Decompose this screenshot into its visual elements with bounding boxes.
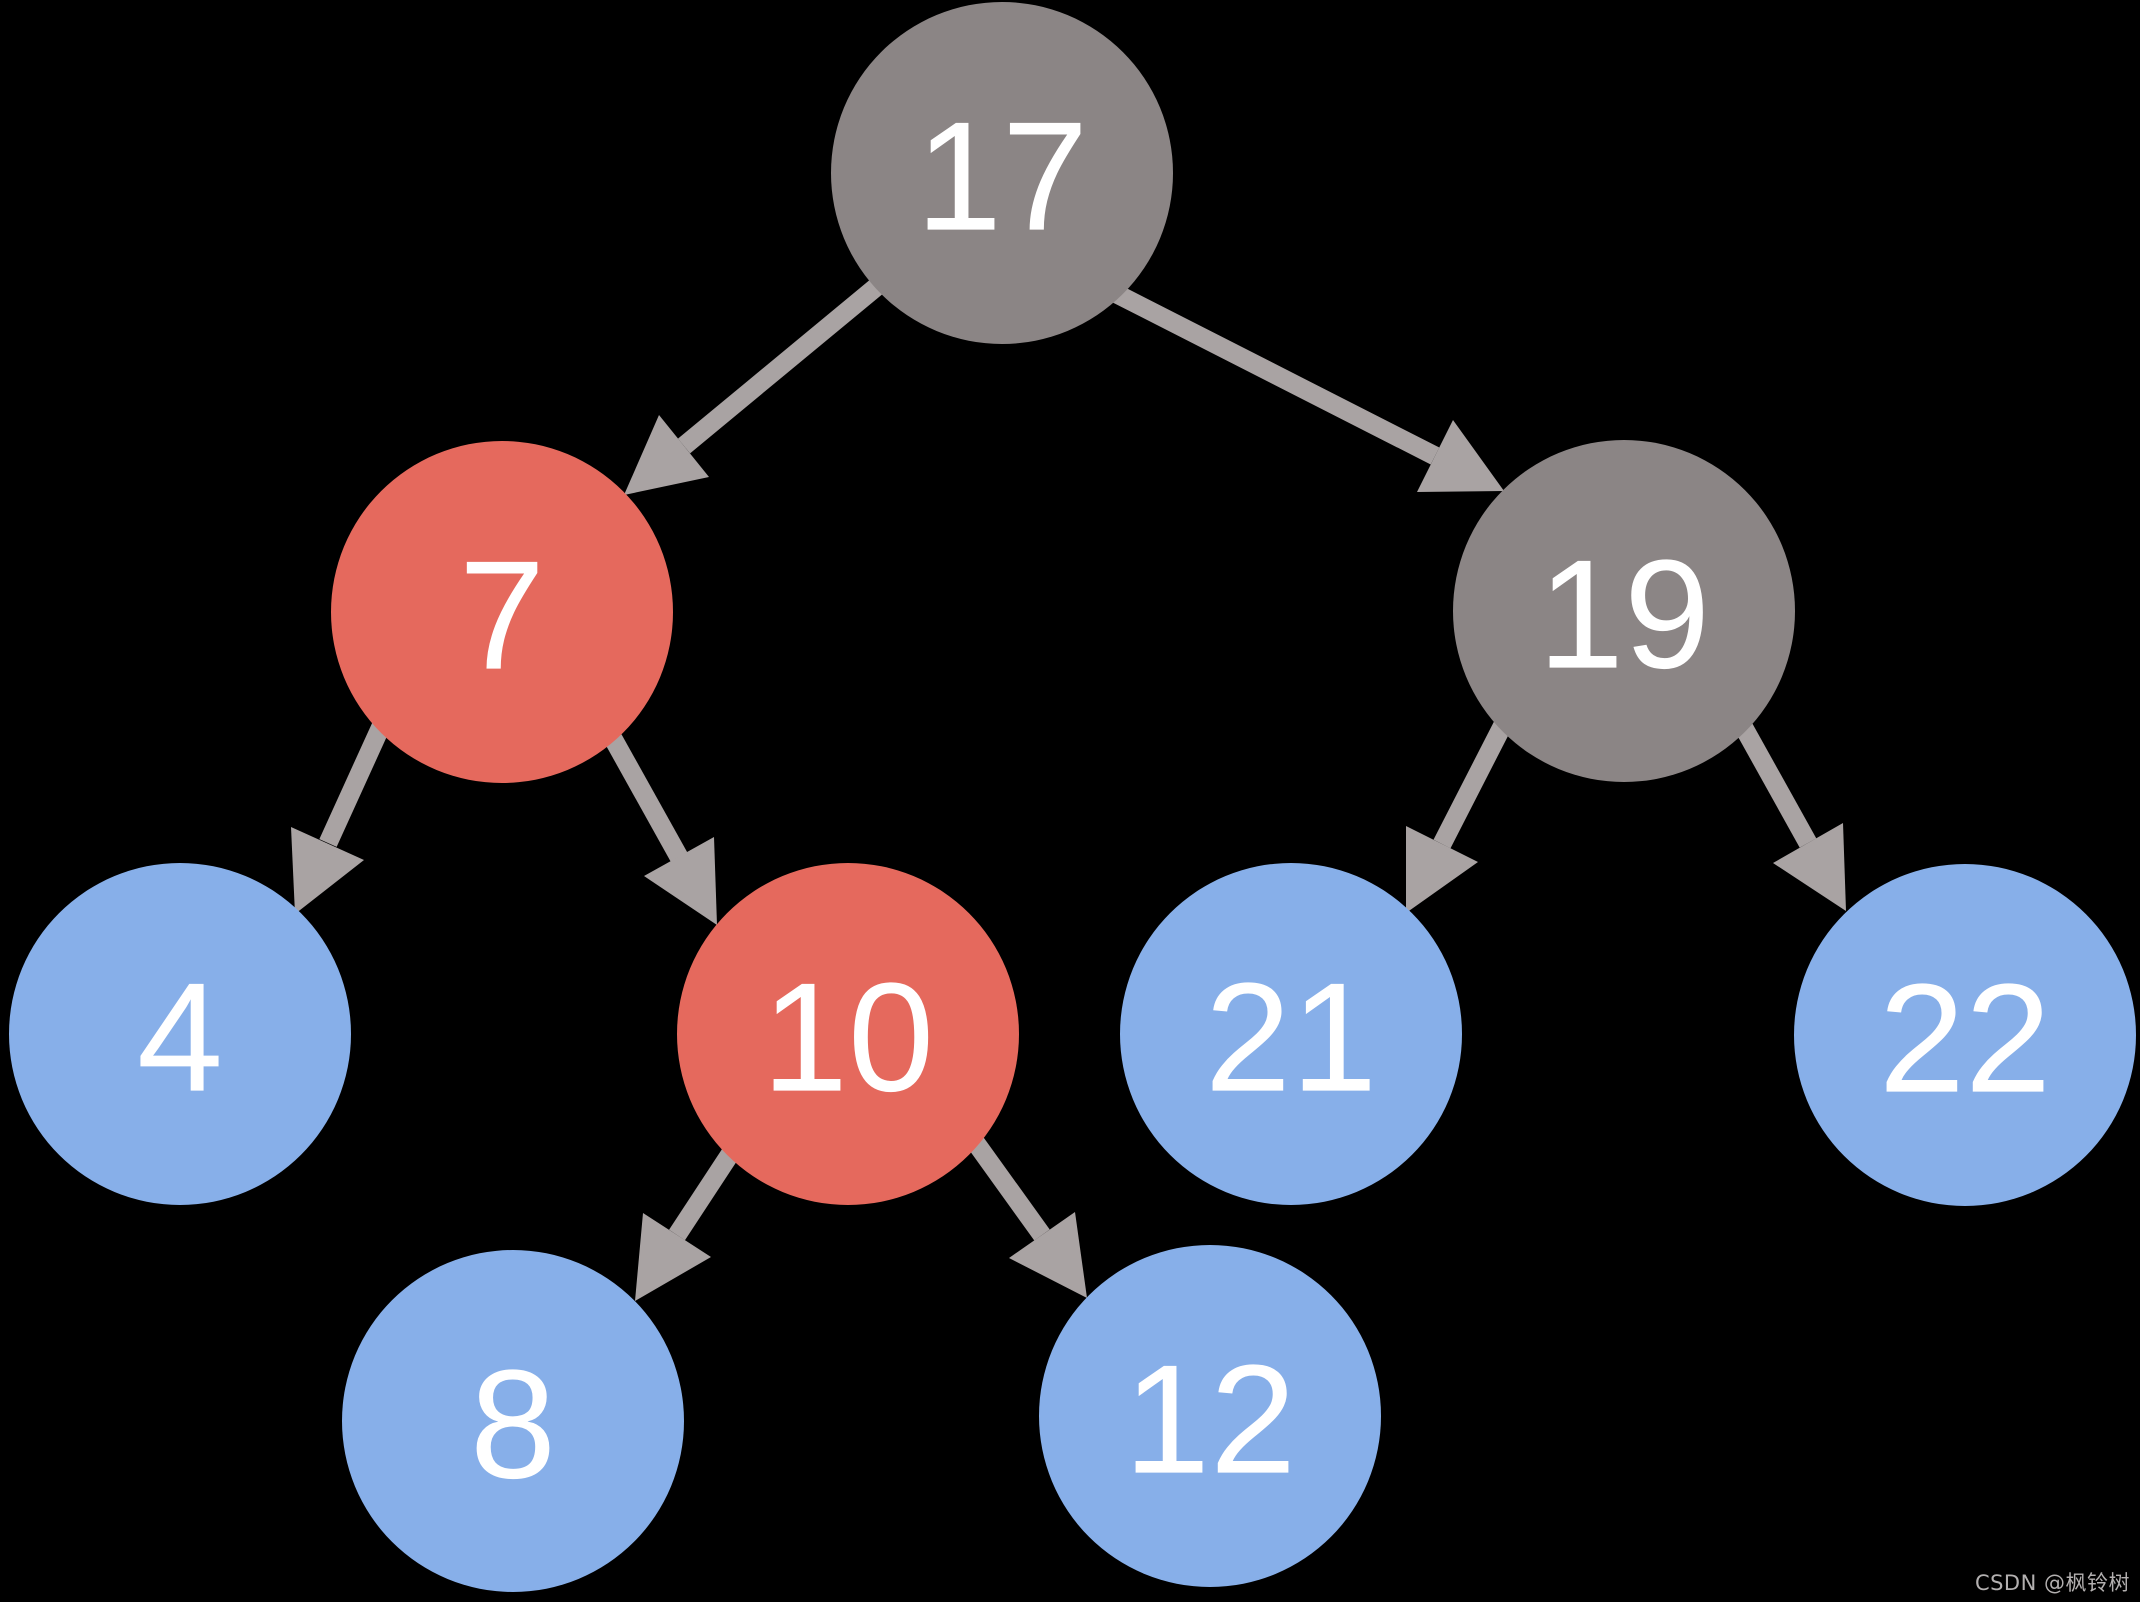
edge-7-to-4 xyxy=(291,718,392,914)
node-22-circle xyxy=(1794,864,2136,1206)
edge-7-to-10 xyxy=(597,721,717,925)
edge-10-to-12 xyxy=(965,1133,1087,1298)
edge-7-to-10-shaft xyxy=(597,721,688,862)
edge-19-to-22 xyxy=(1735,723,1846,911)
node-19-value: 19 xyxy=(1538,528,1710,701)
edge-19-to-21 xyxy=(1406,714,1515,913)
edge-10-to-8 xyxy=(635,1130,750,1301)
node-17-value: 17 xyxy=(916,90,1088,263)
node-17-circle xyxy=(831,2,1173,344)
edge-10-to-12-shaft xyxy=(965,1133,1050,1241)
watermark: CSDN @枫铃树 xyxy=(1974,1571,2130,1595)
node-12-value: 12 xyxy=(1124,1333,1296,1506)
node-7: 7 xyxy=(331,441,673,783)
node-12: 12 xyxy=(1039,1245,1381,1587)
edge-17-to-19-arrowhead xyxy=(1417,420,1504,492)
nodes-layer: 17 7 19 4 10 21 xyxy=(9,2,2136,1592)
node-7-circle xyxy=(331,441,673,783)
node-10-value: 10 xyxy=(762,951,934,1124)
edge-7-to-4-arrowhead xyxy=(291,827,364,914)
node-22: 22 xyxy=(1794,864,2136,1206)
node-8-value: 8 xyxy=(470,1338,556,1511)
node-4-value: 4 xyxy=(137,951,223,1124)
edges-layer xyxy=(291,275,1846,1301)
node-12-circle xyxy=(1039,1245,1381,1587)
node-4-circle xyxy=(9,863,351,1205)
node-22-value: 22 xyxy=(1879,952,2051,1125)
edge-7-to-10-arrowhead xyxy=(644,837,717,925)
edge-19-to-22-shaft xyxy=(1735,723,1817,848)
node-17: 17 xyxy=(831,2,1173,344)
node-8: 8 xyxy=(342,1250,684,1592)
node-19-circle xyxy=(1453,440,1795,782)
node-10: 10 xyxy=(677,863,1019,1205)
edge-17-to-19 xyxy=(1110,284,1504,492)
edge-10-to-8-arrowhead xyxy=(635,1213,711,1301)
node-21: 21 xyxy=(1120,863,1462,1205)
edge-19-to-21-shaft xyxy=(1433,714,1515,849)
node-8-circle xyxy=(342,1250,684,1592)
edge-17-to-7-arrowhead xyxy=(624,415,709,495)
edge-19-to-22-arrowhead xyxy=(1773,823,1846,911)
edge-17-to-7-shaft xyxy=(677,275,888,454)
node-7-value: 7 xyxy=(459,529,545,702)
node-4: 4 xyxy=(9,863,351,1205)
edge-17-to-19-shaft xyxy=(1110,284,1440,465)
edge-10-to-12-arrowhead xyxy=(1009,1212,1087,1298)
node-19: 19 xyxy=(1453,440,1795,782)
node-21-value: 21 xyxy=(1205,951,1377,1124)
edge-17-to-7 xyxy=(624,275,888,495)
edge-7-to-4-shaft xyxy=(319,718,392,847)
node-21-circle xyxy=(1120,863,1462,1205)
edge-19-to-21-arrowhead xyxy=(1406,826,1478,913)
node-10-circle xyxy=(677,863,1019,1205)
